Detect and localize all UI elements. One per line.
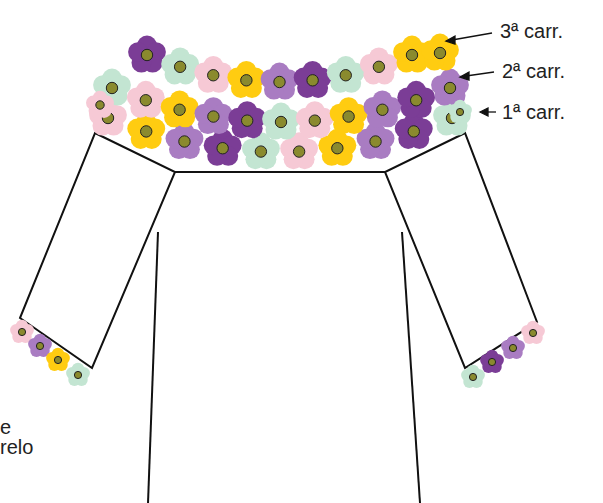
flower	[395, 112, 433, 149]
flower	[296, 101, 334, 138]
flower	[461, 365, 485, 388]
flower	[161, 47, 199, 84]
row-label: 2ª carr.	[502, 60, 565, 82]
flower-rows	[10, 34, 545, 388]
flower	[128, 36, 166, 73]
flower	[194, 56, 232, 93]
flower	[431, 69, 469, 106]
flower	[227, 61, 265, 98]
flower	[228, 101, 266, 138]
body-left-edge	[148, 232, 158, 503]
flower	[261, 63, 299, 100]
flower	[501, 336, 525, 359]
flower	[330, 97, 368, 134]
flower	[421, 34, 459, 71]
neckline-base	[175, 171, 385, 173]
leader-arrows	[446, 33, 496, 116]
left-sleeve	[20, 133, 175, 368]
row-label: 3ª carr.	[500, 20, 563, 42]
flower	[86, 91, 114, 118]
flower	[262, 103, 300, 140]
flower	[127, 81, 165, 118]
flower	[46, 348, 70, 371]
flower	[161, 90, 199, 127]
flower	[166, 122, 204, 159]
row-label: 1ª carr.	[502, 101, 565, 123]
flower	[480, 350, 504, 373]
flower	[294, 61, 332, 98]
flower	[360, 47, 398, 84]
flower	[127, 112, 165, 149]
flower	[364, 90, 402, 127]
flower	[521, 321, 545, 344]
row-label: e	[0, 416, 11, 438]
flower	[195, 97, 233, 134]
flower	[66, 363, 90, 386]
flower	[448, 100, 472, 123]
flower	[397, 81, 435, 118]
flower	[327, 56, 365, 93]
body-right-edge	[402, 232, 420, 503]
row-label: relo	[0, 436, 33, 458]
